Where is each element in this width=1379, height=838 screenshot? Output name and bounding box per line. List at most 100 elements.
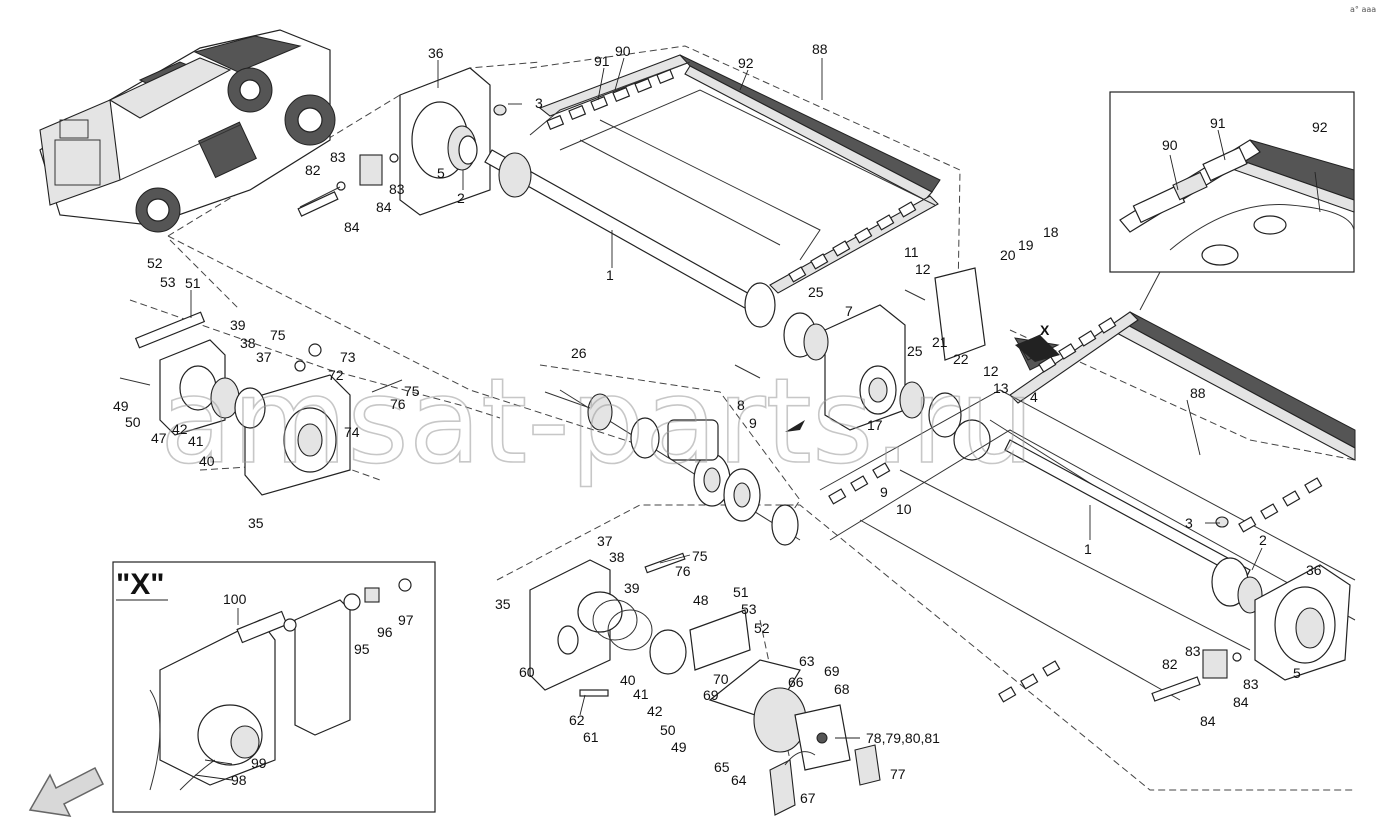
drive-motor-assembly (529, 552, 881, 816)
callout: 36 (428, 45, 444, 61)
chain-detail-illustration (1119, 139, 1355, 311)
callout: 78,79,80,81 (866, 730, 940, 746)
callout: 12 (983, 363, 999, 379)
callout: 25 (808, 284, 824, 300)
callout: 41 (633, 686, 649, 702)
callout: 51 (185, 275, 201, 291)
callout: 42 (647, 703, 663, 719)
callout: 18 (1043, 224, 1059, 240)
callout: 8 (737, 397, 745, 413)
callout: 42 (172, 421, 188, 437)
assembly-outlines (129, 45, 1356, 791)
callout: 2 (457, 190, 465, 206)
upper-shaft-assembly (297, 67, 776, 328)
callout: 10 (896, 501, 912, 517)
callout: 52 (754, 620, 770, 636)
callout: 69 (824, 663, 840, 679)
leader-lines (190, 57, 1321, 781)
callout: 21 (932, 334, 948, 350)
callout: 62 (569, 712, 585, 728)
callout: 1 (606, 267, 614, 283)
callout: 96 (377, 624, 393, 640)
callout: 9 (880, 484, 888, 500)
callout: 5 (437, 165, 445, 181)
callout: 1 (1084, 541, 1092, 557)
callout: 98 (231, 772, 247, 788)
callout: 65 (714, 759, 730, 775)
callout: 50 (660, 722, 676, 738)
callout: 63 (799, 653, 815, 669)
callout: 52 (147, 255, 163, 271)
left-bearing-assembly (119, 311, 403, 496)
callout: 13 (993, 380, 1009, 396)
callout: 90 (615, 43, 631, 59)
callout: 9 (749, 415, 757, 431)
callout: 92 (1312, 119, 1328, 135)
callout: 97 (398, 612, 414, 628)
callout: 40 (199, 453, 215, 469)
callout: 5 (1293, 665, 1301, 681)
right-bearing-assembly (734, 267, 1060, 461)
callout: 37 (597, 533, 613, 549)
view-x-illustration (149, 578, 412, 791)
callout: 12 (915, 261, 931, 277)
callout: 38 (240, 335, 256, 351)
callout: 53 (160, 274, 176, 290)
callout: 4 (1030, 389, 1038, 405)
callout: 60 (519, 664, 535, 680)
callout: 17 (867, 417, 883, 433)
watermark: amsat-parts.ru (160, 352, 1034, 490)
view-x-title: "X" (116, 568, 164, 601)
callout: 73 (340, 349, 356, 365)
callout: 91 (594, 53, 610, 69)
callout: 95 (354, 641, 370, 657)
callout: 92 (738, 55, 754, 71)
callout: 84 (376, 199, 392, 215)
center-hub-assembly (544, 389, 801, 546)
callout: 25 (907, 343, 923, 359)
callout: 64 (731, 772, 747, 788)
callout: 72 (328, 367, 344, 383)
callout: 37 (256, 349, 272, 365)
callout: 75 (692, 548, 708, 564)
view-direction-arrow-icon (1015, 335, 1060, 362)
callout: 7 (845, 303, 853, 319)
callout: 83 (1243, 676, 1259, 692)
view-x-marker: X (1040, 322, 1050, 338)
callout: 40 (620, 672, 636, 688)
callout: 61 (583, 729, 599, 745)
callout: 77 (890, 766, 906, 782)
callout: 2 (1259, 532, 1267, 548)
callout: 91 (1210, 115, 1226, 131)
lower-chain-assembly (819, 311, 1356, 703)
callout: 26 (571, 345, 587, 361)
callout: 84 (1200, 713, 1216, 729)
callout: 74 (344, 424, 360, 440)
callout: 83 (330, 149, 346, 165)
corner-marks: a° aaa (1350, 5, 1376, 14)
machine-overview-illustration (39, 29, 336, 233)
callout: 100 (223, 591, 247, 607)
callout-labels: 36 91 90 92 88 3 5 2 82 83 83 84 84 1 52… (113, 41, 1328, 806)
callout: 90 (1162, 137, 1178, 153)
callout: 75 (270, 327, 286, 343)
callout: 36 (1306, 562, 1322, 578)
callout: 99 (251, 755, 267, 771)
pointer-arrow-icon (785, 420, 805, 432)
callout: 66 (788, 674, 804, 690)
callout: 35 (248, 515, 264, 531)
callout: 35 (495, 596, 511, 612)
callout: 48 (693, 592, 709, 608)
callout: 20 (1000, 247, 1016, 263)
callout: 67 (800, 790, 816, 806)
upper-chain-assembly (529, 54, 941, 294)
callout: 83 (389, 181, 405, 197)
callout: 70 (713, 671, 729, 687)
callout: 47 (151, 430, 167, 446)
callout: 83 (1185, 643, 1201, 659)
callout: 84 (1233, 694, 1249, 710)
callout: 82 (305, 162, 321, 178)
callout: 49 (671, 739, 687, 755)
callout: 53 (741, 601, 757, 617)
